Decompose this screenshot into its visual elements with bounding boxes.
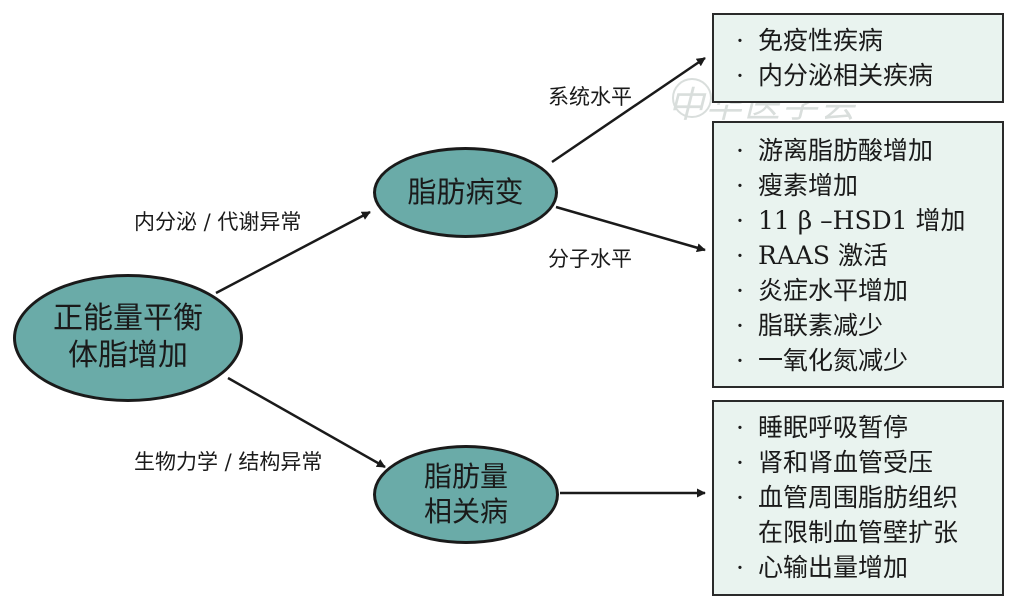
list-item: ·内分泌相关疾病 bbox=[736, 58, 1002, 93]
bullet-icon: · bbox=[736, 241, 744, 270]
bullet-icon: · bbox=[736, 413, 744, 442]
list-item: ·血管周围脂肪组织 bbox=[736, 480, 1002, 515]
arrow-fat-disease-to-systemic bbox=[551, 56, 706, 164]
edge-label-molecular: 分子水平 bbox=[548, 247, 632, 271]
arrow-fat-disease-to-molecular bbox=[555, 205, 706, 253]
bullet-icon: · bbox=[736, 136, 744, 165]
list-item: ·睡眠呼吸暂停 bbox=[736, 410, 1002, 445]
fat-mass-line1: 脂肪量 bbox=[423, 460, 508, 494]
bullet-icon: · bbox=[736, 206, 744, 235]
fat-mass-line2: 相关病 bbox=[423, 494, 508, 528]
list-item: ·炎症水平增加 bbox=[736, 273, 1002, 308]
edge-label-biomechanical: 生物力学 / 结构异常 bbox=[134, 450, 323, 474]
list-item: ·脂联素减少 bbox=[736, 308, 1002, 343]
molecular-box: ·游离脂肪酸增加 ·瘦素增加 ·11 β –HSD1 增加 ·RAAS 激活 ·… bbox=[712, 121, 1004, 388]
systemic-box: ·免疫性疾病 ·内分泌相关疾病 bbox=[712, 13, 1004, 103]
edge-label-endocrine: 内分泌 / 代谢异常 bbox=[134, 210, 302, 234]
list-item: ·心输出量增加 bbox=[736, 550, 1002, 585]
list-item: ·免疫性疾病 bbox=[736, 23, 1002, 58]
bullet-icon: · bbox=[736, 171, 744, 200]
arrow-root-to-fat-mass bbox=[227, 376, 386, 469]
list-item: ·RAAS 激活 bbox=[736, 238, 1002, 273]
root-node-line1: 正能量平衡 bbox=[53, 301, 203, 337]
fat-disease-label: 脂肪病变 bbox=[407, 174, 524, 209]
fat-mass-node: 脂肪量 相关病 bbox=[373, 445, 559, 544]
list-item: 在限制血管壁扩张 bbox=[758, 518, 959, 547]
list-item: ·游离脂肪酸增加 bbox=[736, 133, 1002, 168]
arrow-root-to-fat-disease bbox=[215, 210, 371, 295]
root-node-line2: 体脂增加 bbox=[68, 338, 188, 373]
bullet-icon: · bbox=[736, 553, 744, 582]
list-item: ·一氧化氮减少 bbox=[736, 343, 1002, 378]
bullet-icon: · bbox=[736, 346, 744, 375]
list-item: ·瘦素增加 bbox=[736, 168, 1002, 203]
bullet-icon: · bbox=[736, 311, 744, 340]
bullet-icon: · bbox=[736, 448, 744, 477]
bullet-icon: · bbox=[736, 26, 744, 55]
watermark-seal bbox=[672, 78, 712, 118]
list-item: ·肾和肾血管受压 bbox=[736, 445, 1002, 480]
fat-disease-node: 脂肪病变 bbox=[373, 147, 558, 238]
edge-label-systemic: 系统水平 bbox=[548, 85, 632, 109]
root-node: 正能量平衡 体脂增加 bbox=[13, 274, 243, 402]
bullet-icon: · bbox=[736, 61, 744, 90]
bullet-icon: · bbox=[736, 276, 744, 305]
mass-box: ·睡眠呼吸暂停 ·肾和肾血管受压 ·血管周围脂肪组织 在限制血管壁扩张 ·心输出… bbox=[712, 400, 1004, 596]
bullet-icon: · bbox=[736, 483, 744, 512]
list-item: ·11 β –HSD1 增加 bbox=[736, 203, 1002, 238]
